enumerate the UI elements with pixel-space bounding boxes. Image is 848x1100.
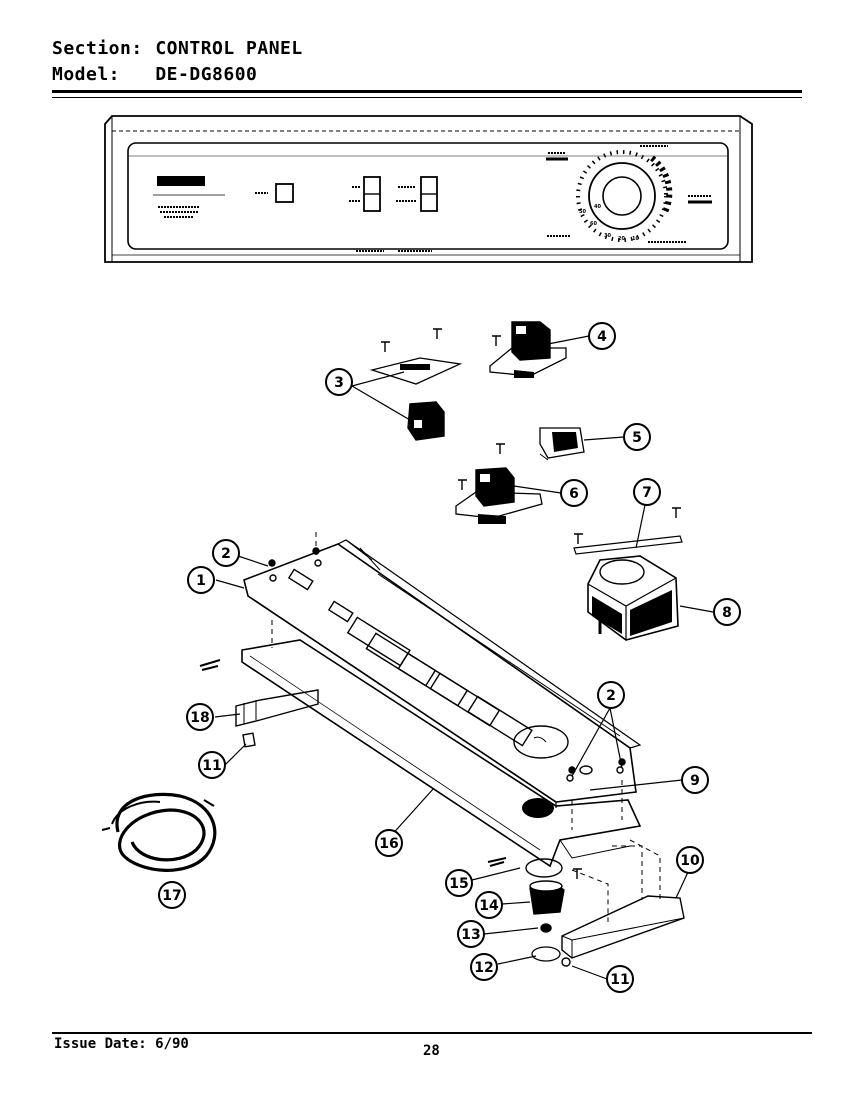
callout-7: 7 — [633, 478, 661, 506]
buzzer-part — [539, 427, 585, 461]
svg-text:2: 2 — [221, 546, 231, 562]
dial-mark-60: 60 — [590, 221, 597, 227]
section-label: Section: — [52, 38, 143, 59]
page-number: 28 — [423, 1043, 440, 1059]
svg-text:13: 13 — [461, 927, 480, 943]
section-value: CONTROL PANEL — [155, 38, 303, 59]
callout-16: 16 — [375, 829, 403, 857]
model-label: Model: — [52, 64, 121, 85]
knob-clip-part — [540, 923, 552, 933]
switch-cover-part — [369, 357, 463, 441]
callout-13: 13 — [457, 920, 485, 948]
wedge-bracket-part — [561, 895, 685, 967]
callout-8: 8 — [713, 598, 741, 626]
callout-markers: 1 2 2 3 4 5 6 7 8 9 10 11 11 12 13 14 15… — [158, 322, 741, 993]
start-button-graphic — [275, 183, 294, 203]
knob-skirt-part — [525, 858, 563, 878]
callout-6: 6 — [560, 479, 588, 507]
header-rule-thin — [52, 97, 802, 98]
svg-text:3: 3 — [334, 375, 344, 391]
callout-14: 14 — [475, 891, 503, 919]
filler-strip-part — [573, 535, 683, 555]
callout-12: 12 — [470, 953, 498, 981]
dial-mark-30: 30 — [604, 233, 611, 239]
screws — [199, 328, 681, 879]
svg-text:5: 5 — [632, 430, 642, 446]
svg-text:2: 2 — [606, 688, 616, 704]
svg-text:15: 15 — [449, 876, 468, 892]
knob-part — [529, 880, 565, 915]
callout-2-lower: 2 — [597, 681, 625, 709]
leader-lines — [214, 335, 714, 980]
left-bracket-part — [235, 689, 319, 748]
temp-switch-part — [455, 467, 543, 524]
model-heading: Model: DE-DG8600 — [52, 64, 257, 85]
dial-mark-50: 50 — [579, 209, 586, 215]
callout-17: 17 — [158, 881, 186, 909]
callout-9: 9 — [681, 766, 709, 794]
rear-panel-part — [241, 639, 642, 868]
signal-switch-part — [489, 321, 567, 378]
callout-1: 1 — [187, 566, 215, 594]
callout-5: 5 — [623, 423, 651, 451]
console-part — [243, 539, 642, 818]
model-value: DE-DG8600 — [155, 64, 258, 85]
svg-text:17: 17 — [162, 888, 181, 904]
svg-text:8: 8 — [722, 605, 732, 621]
svg-text:10: 10 — [680, 853, 700, 869]
callout-15: 15 — [445, 869, 473, 897]
svg-text:1: 1 — [196, 573, 206, 589]
svg-text:6: 6 — [569, 486, 579, 502]
svg-text:18: 18 — [190, 710, 209, 726]
dial-mark-40: 40 — [594, 204, 601, 210]
header-rule-thick — [52, 90, 802, 93]
callout-10: 10 — [676, 846, 704, 874]
timer-part — [587, 555, 679, 641]
footer-rule — [52, 1032, 812, 1034]
callout-2-upper: 2 — [212, 539, 240, 567]
assembly-lines — [271, 532, 661, 922]
svg-text:11: 11 — [202, 758, 221, 774]
timer-dial-graphic — [576, 150, 673, 242]
callout-11-left: 11 — [198, 751, 226, 779]
dial-mark-20: 20 — [618, 236, 625, 242]
section-heading: Section: CONTROL PANEL — [52, 38, 303, 59]
callout-4: 4 — [588, 322, 616, 350]
callout-11-right: 11 — [606, 965, 634, 993]
svg-text:9: 9 — [690, 773, 700, 789]
svg-text:16: 16 — [379, 836, 398, 852]
wire-harness-part — [101, 792, 217, 872]
svg-text:14: 14 — [479, 898, 499, 914]
dial-mark-10: 10 — [632, 236, 639, 242]
issue-date: Issue Date: 6/90 — [54, 1036, 189, 1052]
callout-18: 18 — [186, 703, 214, 731]
front-panel-illustration: 50 60 10 20 30 40 — [104, 115, 753, 263]
callout-3: 3 — [325, 368, 353, 396]
knob-insert-part — [531, 946, 561, 962]
svg-text:12: 12 — [474, 960, 493, 976]
brand-logo — [157, 176, 205, 186]
svg-text:11: 11 — [610, 972, 629, 988]
svg-text:4: 4 — [597, 329, 607, 345]
svg-text:7: 7 — [642, 485, 652, 501]
